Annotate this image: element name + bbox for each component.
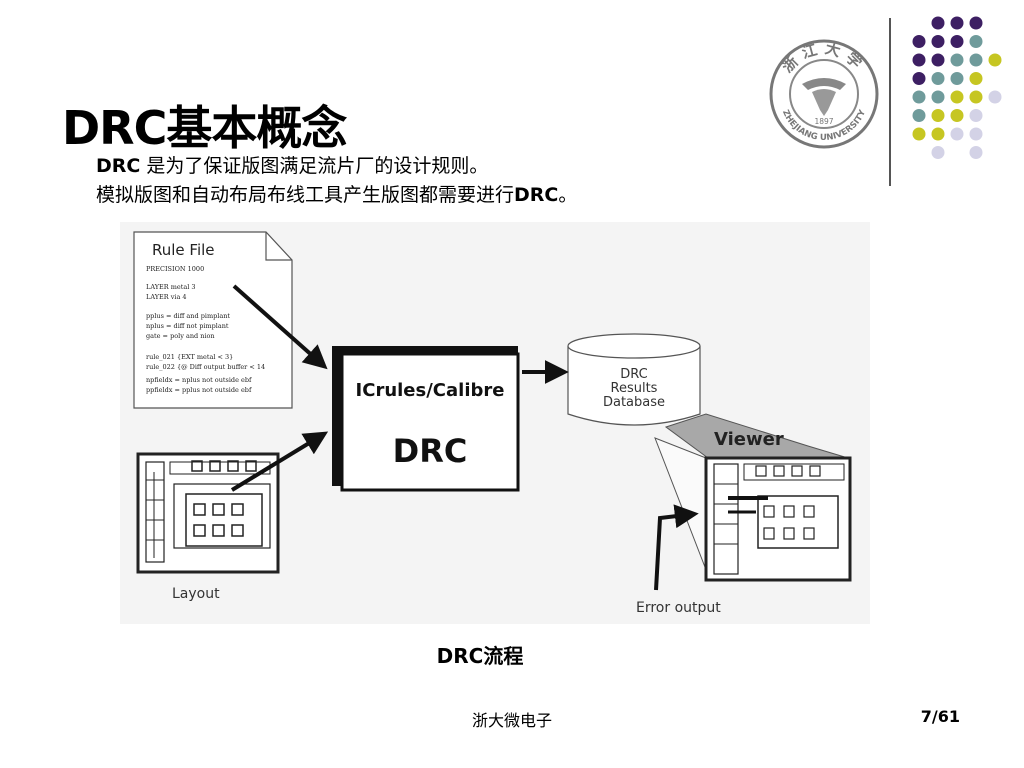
arrow-layout-to-engine: [230, 431, 329, 492]
seal-top-text: 浙江大学: [778, 39, 869, 76]
university-seal: 浙江大学 ZHEJIANG UNIVERSITY 1897: [769, 39, 879, 149]
decor-dot: [969, 53, 983, 67]
decor-dot: [969, 109, 983, 122]
arrow-error-output: [654, 504, 699, 591]
drc-flow-diagram: Rule File PRECISION 1000 LAYER metal 3 L…: [133, 231, 852, 616]
divider-line: [889, 18, 891, 186]
viewer-panel: Viewer: [654, 413, 852, 582]
database-line-1: DRC: [620, 367, 647, 382]
decor-dot: [931, 90, 945, 104]
bullet-list: DRC 是为了保证版图满足流片厂的设计规则。 模拟版图和自动布局布线工具产生版图…: [96, 152, 577, 210]
decor-dot: [912, 72, 926, 85]
rule-line: LAYER metal 3: [146, 283, 196, 291]
rule-line: npfieldx = nplus not outside ebf: [146, 376, 252, 384]
results-database-cylinder: DRC Results Database: [567, 333, 701, 426]
decor-dot: [969, 35, 983, 48]
rule-line: rule_021 {EXT metal < 3}: [146, 353, 233, 361]
decor-dot: [912, 109, 926, 122]
rule-line: LAYER via 4: [146, 293, 187, 301]
seal-shield-icon: [812, 89, 836, 116]
error-output-label: Error output: [636, 600, 721, 616]
drc-engine-box: ICrules/Calibre DRC: [332, 346, 520, 492]
seal-wing-icon: [802, 78, 846, 90]
decor-dot: [931, 53, 945, 67]
decor-dot: [931, 146, 945, 159]
rule-line: rule_022 {@ Diff output buffer < 14: [146, 363, 265, 371]
decor-dot: [988, 53, 1002, 67]
rule-file-document: Rule File PRECISION 1000 LAYER metal 3 L…: [133, 231, 293, 409]
seal-year: 1897: [814, 117, 833, 126]
rule-file-title: Rule File: [152, 241, 215, 259]
decor-dot: [950, 53, 964, 67]
layout-label: Layout: [172, 586, 220, 602]
decor-dot: [950, 127, 964, 141]
bullet-1-bold: DRC: [96, 155, 141, 177]
decor-dot: [969, 16, 983, 30]
decor-dot: [931, 127, 945, 141]
rule-line: gate = poly and nion: [146, 332, 215, 340]
decor-dot: [950, 72, 964, 85]
rule-line: ppfieldx = pplus not outside ebf: [146, 386, 252, 394]
figure-caption: DRC流程: [436, 644, 524, 668]
slide-title: DRC基本概念: [62, 101, 347, 155]
decor-dot: [931, 35, 945, 48]
bullet-2: 模拟版图和自动布局布线工具产生版图都需要进行DRC。: [96, 181, 577, 210]
decor-dot: [988, 90, 1002, 104]
database-line-2: Results: [611, 381, 658, 396]
bullet-2-bold: DRC: [514, 184, 559, 206]
drc-flow-figure: Rule File PRECISION 1000 LAYER metal 3 L…: [120, 222, 870, 624]
arrow-rule-to-engine: [232, 284, 328, 370]
decor-dot: [969, 127, 983, 141]
layout-thumbnail: [136, 452, 280, 574]
seal-outer-ring: [769, 39, 879, 149]
decor-dot: [912, 90, 926, 104]
bullet-2-text: 模拟版图和自动布局布线工具产生版图都需要进行: [96, 184, 515, 206]
decor-dot: [912, 53, 926, 67]
decor-dot: [969, 90, 983, 104]
seal-inner-ring: [789, 59, 859, 129]
dot-grid-decoration: [912, 16, 1002, 159]
decor-dot: [969, 146, 983, 159]
rule-line: PRECISION 1000: [146, 265, 204, 273]
decor-dot: [931, 109, 945, 122]
rule-line: pplus = diff and pimplant: [146, 312, 230, 320]
decor-dot: [950, 90, 964, 104]
bullet-1-text: 是为了保证版图满足流片厂的设计规则。: [140, 155, 489, 177]
decor-dot: [912, 127, 926, 141]
page-number: 7/61: [920, 707, 960, 726]
decor-dot: [950, 35, 964, 48]
decor-dot: [950, 109, 964, 122]
decor-dot: [969, 72, 983, 85]
decor-dot: [912, 35, 926, 48]
engine-label: DRC: [393, 432, 468, 470]
footer-department: 浙大微电子: [471, 711, 552, 730]
bullet-1: DRC 是为了保证版图满足流片厂的设计规则。: [96, 152, 577, 181]
viewer-label: Viewer: [714, 429, 784, 450]
decor-dot: [950, 16, 964, 30]
rule-line: nplus = diff not pimplant: [146, 322, 229, 330]
engine-name: ICrules/Calibre: [356, 380, 505, 401]
bullet-2-tail: 。: [558, 184, 578, 206]
database-line-3: Database: [603, 395, 665, 410]
decor-dot: [931, 72, 945, 85]
decor-dot: [931, 16, 945, 30]
